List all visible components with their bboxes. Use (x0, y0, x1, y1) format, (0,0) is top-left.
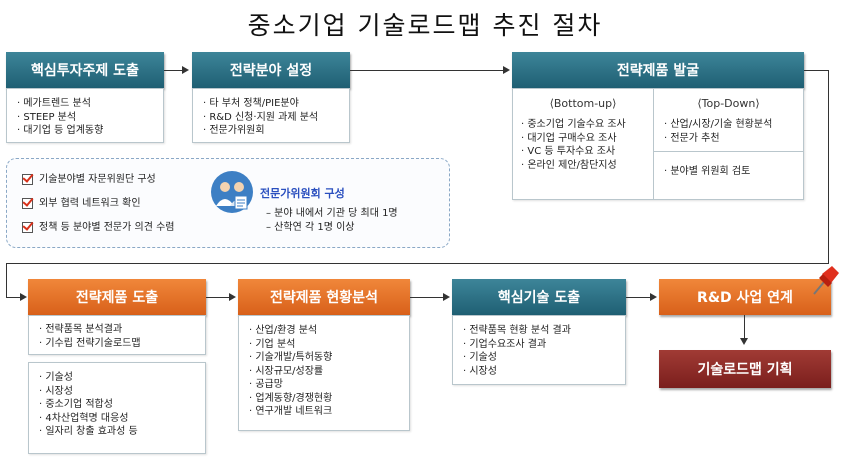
stage2-box: 타 부처 정책/PIE분야 R&D 신청·지원 과제 분석 전문가위원회 (192, 88, 350, 143)
committee-details: – 분야 내에서 기관 당 최대 1명 – 산학연 각 1명 이상 (266, 207, 398, 235)
page-title: 중소기업 기술로드맵 추진 절차 (247, 11, 603, 40)
stage1-list: 메가트렌드 분석 STEEP 분석 대기업 등 업계동향 (17, 97, 163, 138)
list-item: 기술성 (463, 351, 625, 365)
list-item: 업계동향/경쟁현황 (249, 392, 409, 406)
bottom-up-panel: ⟨Bottom-up⟩ 중소기업 기술수요 조사 대기업 구매수요 조사 VC … (513, 89, 653, 207)
stage2-list: 타 부처 정책/PIE분야 R&D 신청·지원 과제 분석 전문가위원회 (203, 97, 349, 138)
top-down-list: 산업/시장/기술 현황분석 전문가 추천 (664, 118, 803, 145)
stage3-header: 전략제품 발굴 (512, 52, 804, 88)
list-item: 메가트렌드 분석 (17, 97, 163, 111)
list-item: 전략품목 분석결과 (39, 323, 205, 337)
list-item: 시장규모/성장률 (249, 365, 409, 379)
stage4-box-b: 기술성 시장성 중소기업 적합성 4차산업혁명 대응성 일자리 창출 효과성 등 (28, 362, 206, 454)
top-down-panel: ⟨Top-Down⟩ 산업/시장/기술 현황분석 전문가 추천 (654, 89, 803, 157)
stage3-box: ⟨Bottom-up⟩ 중소기업 기술수요 조사 대기업 구매수요 조사 VC … (512, 88, 804, 200)
stage5-box: 산업/환경 분석 기업 분석 기술개발/특허동향 시장규모/성장률 공급망 업계… (238, 315, 410, 431)
list-item: 4차산업혁명 대응성 (39, 412, 205, 426)
list-item: 시장성 (39, 385, 205, 399)
arrow-right-icon (503, 66, 510, 74)
stage5-header: 전략제품 현황분석 (238, 279, 410, 315)
list-item: 온라인 제안/참단지성 (521, 159, 653, 173)
checkbox-icon (22, 173, 33, 185)
arrow-right-icon (229, 293, 236, 301)
list-item: STEEP 분석 (17, 111, 163, 125)
connector-line (6, 263, 7, 297)
stage4-box-a: 전략품목 분석결과 기수립 전략기술로드맵 (28, 315, 206, 355)
list-item: 중소기업 적합성 (39, 398, 205, 412)
arrow-right-icon (20, 293, 27, 301)
list-item: 기수립 전략기술로드맵 (39, 337, 205, 351)
connector-line (206, 297, 229, 298)
stage4-list-a: 전략품목 분석결과 기수립 전략기술로드맵 (39, 323, 205, 350)
list-item: 공급망 (249, 378, 409, 392)
detail-line: – 분야 내에서 기관 당 최대 1명 (266, 208, 398, 219)
list-item: 전문가위원회 (203, 124, 349, 138)
check-row: 정책 등 분야별 전문가 의견 수렴 (22, 218, 175, 233)
stage1-header: 핵심투자주제 도출 (6, 52, 164, 88)
stage6-box: 전략품목 현황 분석 결과 기업수요조사 결과 기술성 시장성 (452, 315, 626, 385)
bottom-up-label: ⟨Bottom-up⟩ (549, 97, 617, 110)
list-item: 산업/시장/기술 현황분석 (664, 118, 803, 132)
detail-line: – 산학연 각 1명 이상 (266, 222, 355, 233)
checkbox-icon (22, 197, 33, 209)
list-item: 기업 분석 (249, 338, 409, 352)
top-down-extra: 분야별 위원회 검토 (664, 165, 750, 179)
experts-icon (210, 170, 254, 214)
list-item: 타 부처 정책/PIE분야 (203, 97, 349, 111)
list-item: 기업수요조사 결과 (463, 338, 625, 352)
arrow-right-icon (182, 66, 189, 74)
list-item: 산업/환경 분석 (249, 324, 409, 338)
stage6-list: 전략품목 현황 분석 결과 기업수요조사 결과 기술성 시장성 (463, 324, 625, 378)
stage1-box: 메가트렌드 분석 STEEP 분석 대기업 등 업계동향 (6, 88, 164, 143)
list-item: VC 등 투자수요 조사 (521, 145, 653, 159)
divider (653, 89, 654, 199)
list-item: 중소기업 기술수요 조사 (521, 118, 653, 132)
stage6-header: 핵심기술 도출 (452, 279, 626, 315)
connector-line (804, 70, 828, 71)
stage4-header: 전략제품 도출 (28, 279, 206, 315)
stage2-header: 전략분야 설정 (192, 52, 350, 88)
list-item: 대기업 구매수요 조사 (521, 132, 653, 146)
final-box: 기술로드맵 기획 (659, 350, 831, 388)
bottom-up-list: 중소기업 기술수요 조사 대기업 구매수요 조사 VC 등 투자수요 조사 온라… (521, 118, 653, 172)
checkbox-icon (22, 221, 33, 233)
list-item: 연구개발 네트워크 (249, 405, 409, 419)
connector-line (164, 70, 182, 71)
list-item: 분야별 위원회 검토 (664, 165, 750, 179)
connector-line (744, 315, 745, 338)
list-item: 전문가 추천 (664, 132, 803, 146)
connector-line (350, 70, 503, 71)
list-item: 기술개발/특허동향 (249, 351, 409, 365)
stage7-header: R&D 사업 연계 (659, 279, 831, 315)
list-item: 기술성 (39, 371, 205, 385)
connector-line (6, 263, 829, 264)
arrow-right-icon (443, 293, 450, 301)
connector-line (410, 297, 443, 298)
list-item: 일자리 창출 효과성 등 (39, 425, 205, 439)
connector-line (828, 70, 829, 263)
stage5-list: 산업/환경 분석 기업 분석 기술개발/특허동향 시장규모/성장률 공급망 업계… (249, 324, 409, 419)
connector-line (626, 297, 650, 298)
arrow-down-icon (740, 338, 748, 345)
arrow-right-icon (650, 293, 657, 301)
list-item: 대기업 등 업계동향 (17, 124, 163, 138)
check-row: 외부 협력 네트워크 확인 (22, 194, 141, 209)
pushpin-icon (808, 262, 842, 298)
stage4-list-b: 기술성 시장성 중소기업 적합성 4차산업혁명 대응성 일자리 창출 효과성 등 (39, 371, 205, 439)
list-item: 전략품목 현황 분석 결과 (463, 324, 625, 338)
divider (654, 151, 803, 152)
committee-title: 전문가위원회 구성 (260, 187, 345, 200)
list-item: 시장성 (463, 365, 625, 379)
connector-line (6, 297, 20, 298)
list-item: R&D 신청·지원 과제 분석 (203, 111, 349, 125)
top-down-label: ⟨Top-Down⟩ (697, 97, 760, 110)
check-row: 기술분야별 자문위원단 구성 (22, 170, 156, 185)
